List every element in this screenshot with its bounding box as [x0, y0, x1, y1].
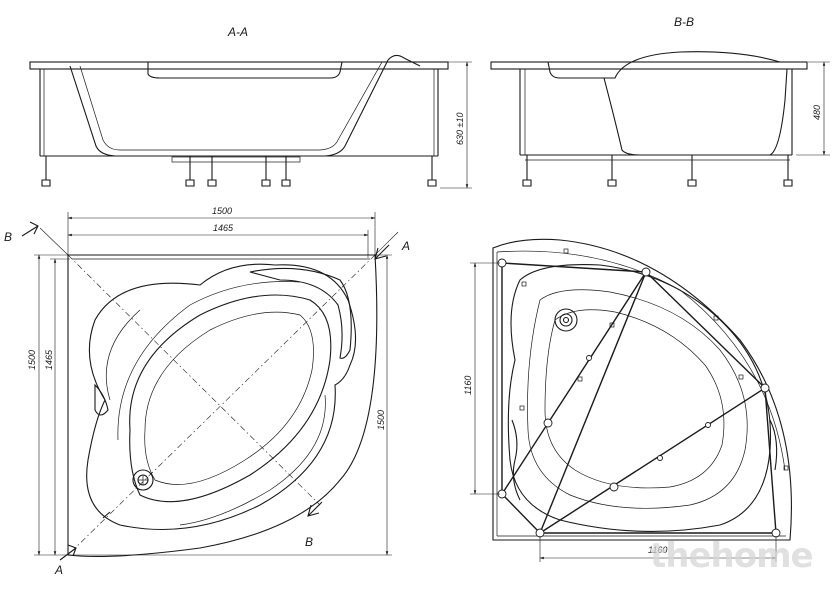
aa-headrest [147, 61, 343, 79]
marker-a-top-right: A [401, 239, 410, 253]
section-line-aa [67, 254, 376, 556]
left-height-inner-label: 1465 [44, 349, 54, 370]
bb-top-curve [547, 51, 781, 79]
frame-view: 1160 1160 [463, 238, 792, 562]
b-arrow-top-left [21, 221, 39, 237]
a-arrow-top-right [374, 244, 390, 260]
bb-rim [490, 61, 808, 70]
aa-frame-bar [171, 156, 301, 163]
frame-overflow [554, 308, 578, 332]
aa-height-label: 630 ±10 [455, 113, 465, 145]
a-arrow-bottom-left [59, 544, 77, 561]
frame-width-label: 1160 [648, 545, 667, 555]
plan-outline [67, 254, 378, 557]
plan-drain [132, 469, 154, 491]
frame-height-label: 1160 [463, 376, 473, 395]
right-side-label: 1500 [376, 410, 386, 430]
frame-tub-basin [527, 289, 748, 509]
section-bb-view: B-B 480 [490, 15, 830, 187]
plan-basin-inner [144, 311, 314, 485]
section-bb-title: B-B [674, 15, 694, 29]
marker-b-top-left: B [4, 230, 12, 244]
left-height-outer-label: 1500 [27, 350, 37, 370]
bb-height-label: 480 [812, 105, 822, 120]
b-arrow-bottom [307, 501, 323, 517]
section-line-bb [67, 254, 321, 506]
aa-legs [41, 156, 437, 187]
aa-tub-outer [69, 54, 421, 157]
marker-a-bottom-left: A [54, 563, 63, 577]
bb-tub-outer [603, 68, 788, 156]
aa-rim [29, 61, 449, 70]
plan-view: B A A B 1500 1465 1500 1465 1500 [4, 206, 410, 577]
bb-legs [522, 155, 793, 187]
plan-armrest [249, 267, 352, 359]
top-width-inner-label: 1465 [213, 223, 234, 233]
frame-slots [519, 248, 789, 471]
watermark-logo: thehome [650, 536, 813, 576]
plan-rim [86, 263, 357, 531]
aa-tub-inner [79, 61, 383, 151]
frame-joints [497, 258, 781, 538]
marker-b-bottom: B [305, 535, 313, 549]
top-width-outer-label: 1500 [212, 206, 232, 216]
frame-tub-rim [507, 264, 772, 532]
plan-basin-outer [129, 294, 332, 503]
section-aa-view: A-A 630 ±10 [29, 25, 472, 189]
frame-outline [492, 238, 792, 541]
frame-members [501, 262, 777, 534]
section-aa-title: A-A [227, 25, 248, 39]
